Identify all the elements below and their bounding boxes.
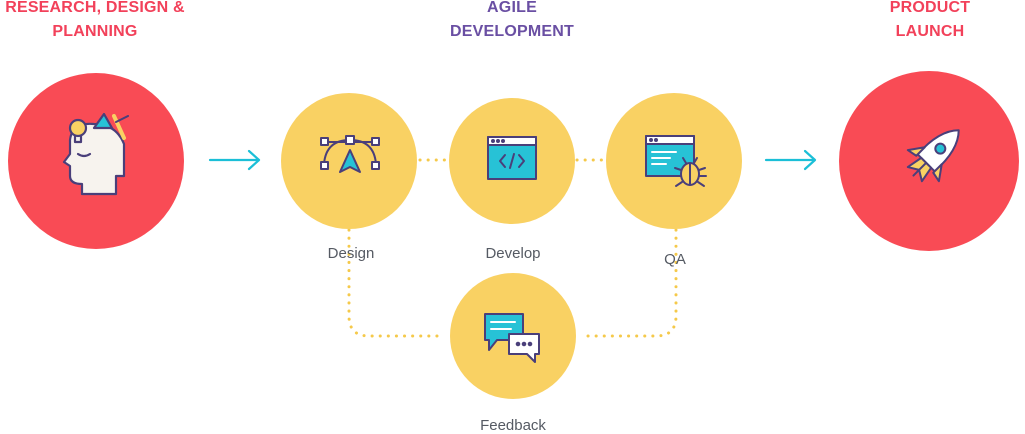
arrow-right-icon (208, 149, 261, 171)
head-with-ideas-icon (62, 112, 129, 196)
develop-label: Develop (485, 245, 541, 262)
design-label: Design (327, 245, 375, 262)
agile-heading: AGILE DEVELOPMENT (450, 0, 574, 40)
qa-label: QA (664, 251, 686, 268)
research-heading: RESEARCH, DESIGN & PLANNING (5, 0, 185, 40)
qa-feedback-connector (580, 228, 678, 338)
code-window-icon (487, 136, 537, 180)
bug-window-icon (645, 135, 707, 187)
vector-pen-icon (320, 135, 380, 173)
rocket-icon (906, 129, 960, 183)
launch-heading: PRODUCT LAUNCH (889, 0, 971, 40)
arrow-right-icon (764, 149, 817, 171)
chat-bubbles-icon (484, 313, 540, 363)
feedback-label: Feedback (480, 417, 546, 434)
